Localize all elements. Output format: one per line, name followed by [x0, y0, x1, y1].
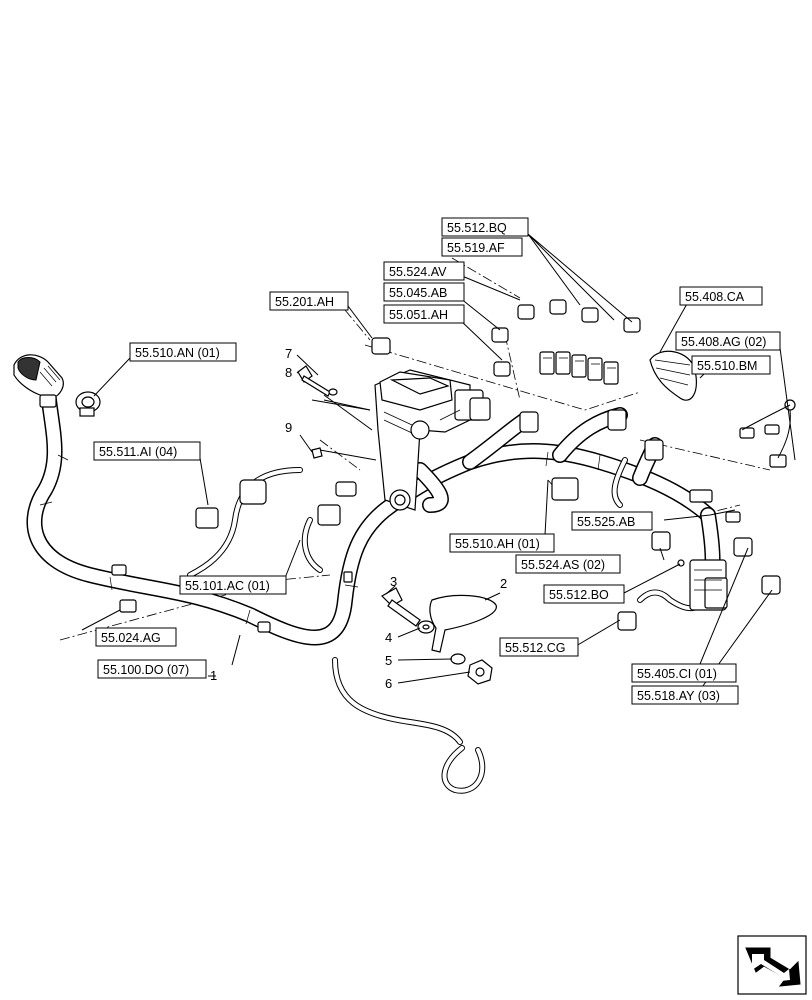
- connector-cluster-top: [371, 299, 664, 461]
- callout-55-510-bm: 55.510.BM: [691, 355, 771, 375]
- callout-55-512-bq: 55.512.BQ: [441, 217, 529, 237]
- item-number-8: 8: [285, 365, 292, 380]
- item-number-6: 6: [385, 676, 392, 691]
- svg-text:55.408.AG (02): 55.408.AG (02): [681, 335, 766, 349]
- svg-text:55.511.AI (04): 55.511.AI (04): [99, 445, 177, 459]
- svg-text:55.510.AH (01): 55.510.AH (01): [455, 537, 540, 551]
- leader-lines: [81, 233, 796, 691]
- callout-boxes: 55.512.BQ 55.519.AF 55.524.AV 55.045.AB …: [93, 217, 781, 705]
- callout-55-045-ab: 55.045.AB: [383, 282, 465, 302]
- callout-55-518-ay: 55.518.AY (03): [631, 685, 739, 705]
- hardware-items: [297, 365, 497, 685]
- svg-text:55.510.AN (01): 55.510.AN (01): [135, 346, 220, 360]
- svg-text:55.525.AB: 55.525.AB: [577, 515, 635, 529]
- callout-55-101-ac: 55.101.AC (01): [179, 575, 287, 595]
- callout-55-511-ai: 55.511.AI (04): [93, 441, 201, 461]
- svg-text:55.512.BQ: 55.512.BQ: [447, 221, 507, 235]
- item-number-2: 2: [500, 576, 507, 591]
- svg-text:55.051.AH: 55.051.AH: [389, 308, 448, 322]
- callout-55-510-an: 55.510.AN (01): [129, 342, 237, 362]
- callout-55-512-cg: 55.512.CG: [499, 637, 579, 657]
- item-number-4: 4: [385, 630, 392, 645]
- svg-text:55.524.AV: 55.524.AV: [389, 265, 447, 279]
- svg-text:55.024.AG: 55.024.AG: [101, 631, 161, 645]
- callout-55-201-ah: 55.201.AH: [269, 291, 349, 311]
- callout-55-524-as: 55.524.AS (02): [515, 554, 621, 574]
- callout-55-405-ci: 55.405.CI (01): [631, 663, 737, 683]
- svg-text:55.100.DO (07): 55.100.DO (07): [103, 663, 189, 677]
- strap-loop: [649, 350, 697, 401]
- item-number-9: 9: [285, 420, 292, 435]
- svg-text:55.519.AF: 55.519.AF: [447, 241, 505, 255]
- svg-text:55.510.BM: 55.510.BM: [697, 359, 757, 373]
- item-number-7: 7: [285, 346, 292, 361]
- item-number-1: 1: [210, 668, 217, 683]
- svg-text:55.045.AB: 55.045.AB: [389, 286, 447, 300]
- svg-text:55.408.CA: 55.408.CA: [685, 290, 745, 304]
- callout-55-100-do: 55.100.DO (07): [97, 659, 207, 679]
- callout-55-408-ag: 55.408.AG (02): [675, 331, 781, 351]
- svg-text:55.512.BO: 55.512.BO: [549, 588, 609, 602]
- item-numbers: 1 2 3 4 5 6 7 8 9: [210, 346, 507, 691]
- item-number-3: 3: [390, 574, 397, 589]
- svg-text:55.524.AS (02): 55.524.AS (02): [521, 558, 605, 572]
- previous-page-arrow-icon[interactable]: [737, 935, 807, 995]
- svg-text:55.512.CG: 55.512.CG: [505, 641, 565, 655]
- left-connectors: [111, 477, 579, 633]
- right-small-parts: [739, 399, 796, 468]
- svg-text:55.405.CI (01): 55.405.CI (01): [637, 667, 717, 681]
- callout-55-408-ca: 55.408.CA: [679, 286, 763, 306]
- svg-text:55.101.AC (01): 55.101.AC (01): [185, 579, 270, 593]
- round-plug: [75, 391, 101, 417]
- callout-55-524-av: 55.524.AV: [383, 261, 465, 281]
- callout-55-510-ah: 55.510.AH (01): [449, 533, 555, 553]
- svg-text:55.201.AH: 55.201.AH: [275, 295, 334, 309]
- callout-55-525-ab: 55.525.AB: [571, 511, 653, 531]
- elbow-connector: [13, 354, 64, 408]
- callout-55-051-ah: 55.051.AH: [383, 304, 465, 324]
- callout-55-519-af: 55.519.AF: [441, 237, 523, 257]
- item-number-5: 5: [385, 653, 392, 668]
- svg-text:55.518.AY (03): 55.518.AY (03): [637, 689, 720, 703]
- callout-55-512-bo: 55.512.BO: [543, 584, 625, 604]
- callout-55-024-ag: 55.024.AG: [95, 627, 177, 647]
- central-module: [374, 369, 491, 511]
- connector-cluster-bottom-right: [617, 489, 781, 631]
